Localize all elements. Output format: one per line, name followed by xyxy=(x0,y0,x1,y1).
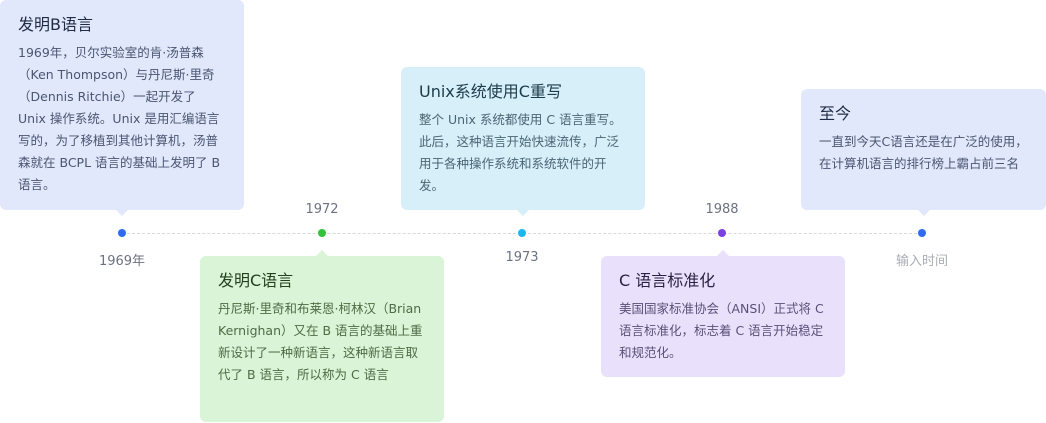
event-description: 丹尼斯·里奇和布莱恩·柯林汉（Brian Kernighan）又在 B 语言的基… xyxy=(218,301,423,382)
event-card-c-language: 发明C语言 丹尼斯·里奇和布莱恩·柯林汉（Brian Kernighan）又在 … xyxy=(200,250,444,422)
timeline-label-1969: 1969年 xyxy=(98,254,146,269)
event-card-unix-rewrite: Unix系统使用C重写 整个 Unix 系统都使用 C 语言重写。此后，这种语言… xyxy=(401,67,645,216)
event-title: 发明C语言 xyxy=(218,271,294,290)
timeline-dot-1973 xyxy=(518,229,526,237)
timeline-label-1988: 1988 xyxy=(705,202,739,217)
timeline-dot-1988 xyxy=(718,229,726,237)
timeline-dot-present xyxy=(918,229,926,237)
event-title: Unix系统使用C重写 xyxy=(419,82,562,101)
event-description: 1969年，贝尔实验室的肯·汤普森（Ken Thompson）与丹尼斯·里奇（D… xyxy=(18,45,221,192)
event-title: 发明B语言 xyxy=(18,15,93,34)
timeline-label-1973: 1973 xyxy=(505,250,539,265)
event-description: 美国国家标准协会（ANSI）正式将 C 语言标准化，标志着 C 语言开始稳定和规… xyxy=(619,301,824,360)
event-title: C 语言标准化 xyxy=(619,271,716,290)
event-description: 一直到今天C语言还是在广泛的使用，在计算机语言的排行榜上霸占前三名 xyxy=(819,134,1028,171)
timeline-label-placeholder[interactable]: 输入时间 xyxy=(895,254,948,269)
event-card-standardization: C 语言标准化 美国国家标准协会（ANSI）正式将 C 语言标准化，标志着 C … xyxy=(601,250,845,377)
event-card-b-language: 发明B语言 1969年，贝尔实验室的肯·汤普森（Ken Thompson）与丹尼… xyxy=(0,0,244,216)
event-card-present: 至今 一直到今天C语言还是在广泛的使用，在计算机语言的排行榜上霸占前三名 xyxy=(801,89,1046,216)
event-title: 至今 xyxy=(819,104,852,123)
timeline-dot-1969 xyxy=(118,229,126,237)
timeline-dot-1972 xyxy=(318,229,326,237)
timeline-label-1972: 1972 xyxy=(305,202,339,217)
event-description: 整个 Unix 系统都使用 C 语言重写。此后，这种语言开始快速流传，广泛用于各… xyxy=(419,112,622,193)
